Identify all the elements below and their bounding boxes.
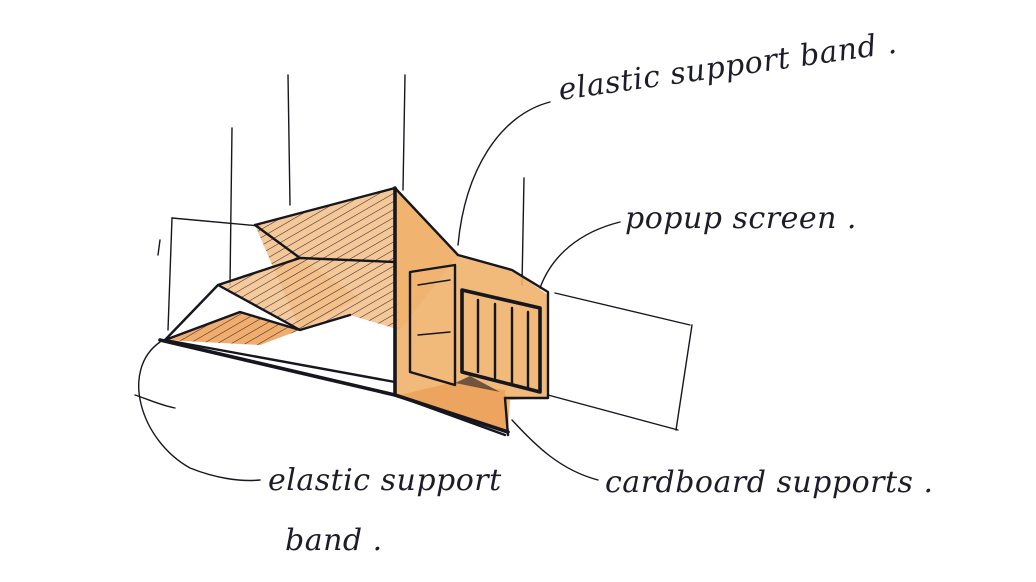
label-popup-screen: popup screen .: [625, 201, 857, 236]
label-bottom-elastic-band-line2: band .: [285, 523, 383, 558]
label-top-elastic-band: elastic support band .: [556, 26, 899, 108]
label-cardboard-supports: cardboard supports .: [605, 465, 934, 500]
label-bottom-elastic-band-line1: elastic support: [268, 463, 502, 498]
orange-body: [165, 188, 548, 432]
